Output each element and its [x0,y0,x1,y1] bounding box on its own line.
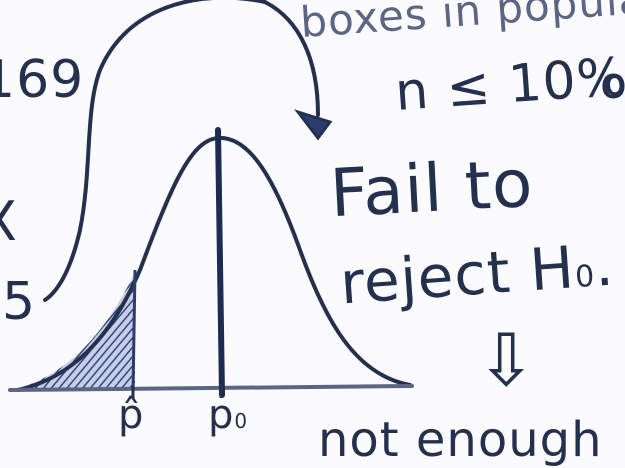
p0-letter: p [208,392,235,438]
p-hat-label: p̂ [118,392,145,438]
shaded-tail-region [20,272,135,388]
top-note-line2-tail: o [600,58,625,109]
p0-subscript: 0 [234,409,249,433]
p-hat-line [131,269,137,393]
left-top-number: 169 [0,50,85,110]
bottom-cut-text: not enough [318,412,603,468]
sketch-drawing [8,0,414,398]
curved-arrow-line [43,0,320,302]
p0-center-line [215,127,225,398]
left-mid-fragment: X [0,190,18,253]
arrowhead [293,109,333,141]
left-bottom-number: 5 [2,272,37,332]
implication-arrow-icon: ⇩ [476,318,538,402]
conclusion-line1: Fail to [328,144,536,233]
p0-label: p0 [208,392,248,438]
conclusion-subscript: 0 [574,258,597,296]
horizontal-axis [8,384,414,392]
